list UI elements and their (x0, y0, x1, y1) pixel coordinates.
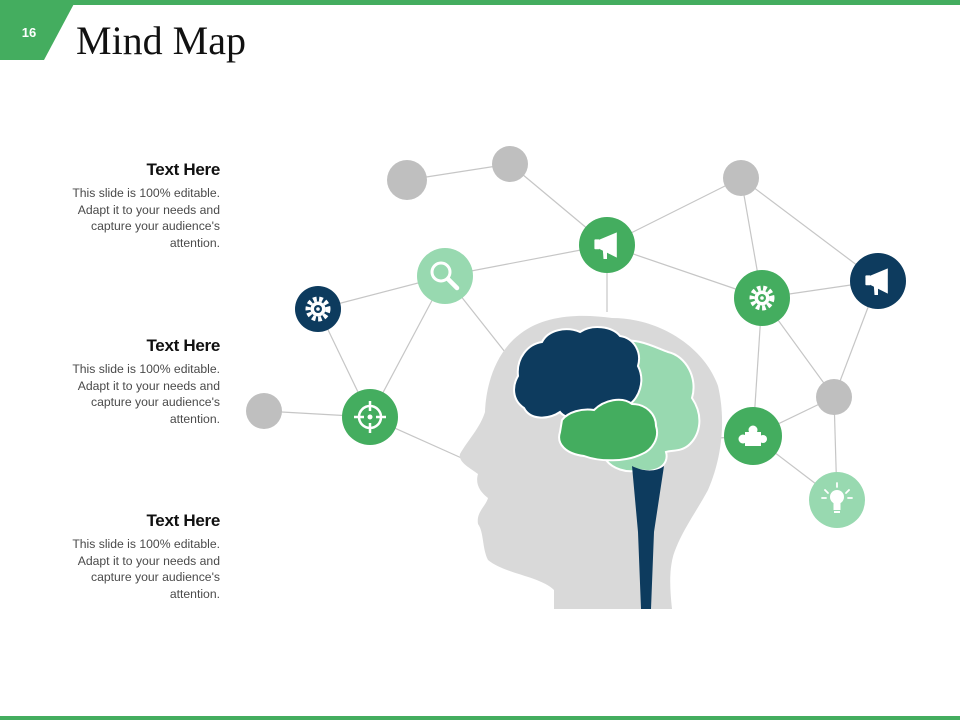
network-node (387, 160, 427, 200)
gear-icon (734, 270, 790, 326)
brain-icon (513, 326, 701, 473)
text-block-body: This slide is 100% editable. Adapt it to… (72, 362, 220, 426)
text-block-1: Text Here This slide is 100% editable. A… (40, 159, 220, 251)
text-block-heading: Text Here (146, 336, 220, 355)
megaphone-icon (579, 217, 635, 273)
text-block-2: Text Here This slide is 100% editable. A… (40, 335, 220, 427)
puzzle-icon (724, 407, 782, 465)
target-icon (342, 389, 398, 445)
network-node (246, 393, 282, 429)
slide-number: 16 (21, 25, 37, 40)
gear-icon (295, 286, 341, 332)
megaphone-icon (850, 253, 906, 309)
text-block-body: This slide is 100% editable. Adapt it to… (72, 537, 220, 601)
network-node (816, 379, 852, 415)
brain-stem (632, 466, 664, 609)
text-block-heading: Text Here (146, 511, 220, 530)
network-node (492, 146, 528, 182)
text-block-heading: Text Here (146, 160, 220, 179)
text-block-body: This slide is 100% editable. Adapt it to… (72, 186, 220, 250)
network-node (723, 160, 759, 196)
magnifier-icon (417, 248, 473, 304)
bottom-accent-bar (0, 716, 960, 720)
top-accent-bar (0, 0, 960, 5)
lightbulb-icon (809, 472, 865, 528)
text-block-3: Text Here This slide is 100% editable. A… (40, 510, 220, 602)
slide-number-tab (0, 0, 76, 60)
slide-title: Mind Map (76, 18, 246, 63)
